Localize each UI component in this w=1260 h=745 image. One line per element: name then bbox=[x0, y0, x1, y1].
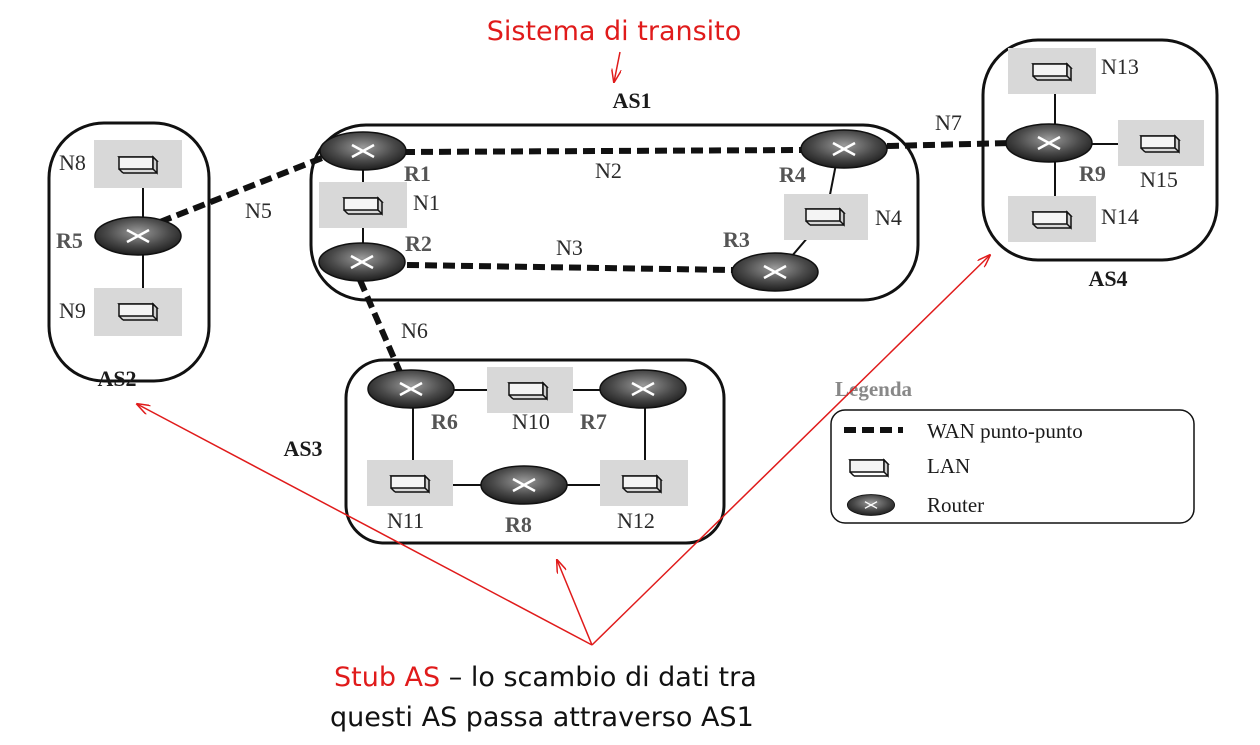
legend-title: Legenda bbox=[835, 377, 913, 401]
arrow-to-as3 bbox=[557, 560, 593, 646]
router-r4-icon bbox=[799, 128, 889, 170]
wan-link-n3 bbox=[406, 262, 734, 273]
router-r9-icon bbox=[1004, 122, 1094, 164]
router-r3-label: R3 bbox=[723, 227, 750, 252]
router-r9-label: R9 bbox=[1079, 161, 1106, 186]
title-arrow bbox=[614, 51, 620, 82]
network-n11-label: N11 bbox=[387, 508, 424, 533]
router-r5-icon bbox=[93, 215, 183, 257]
caption-line-2: questi AS passa attraverso AS1 bbox=[330, 702, 754, 733]
router-r1-icon bbox=[318, 130, 408, 172]
router-r4-label: R4 bbox=[779, 162, 806, 187]
as3-label: AS3 bbox=[283, 436, 322, 461]
router-r8-icon bbox=[479, 464, 569, 506]
diagram-title: Sistema di transito bbox=[487, 16, 742, 47]
network-n10-label: N10 bbox=[512, 409, 550, 434]
legend-router-label: Router bbox=[927, 493, 984, 517]
network-n9-label: N9 bbox=[59, 298, 86, 323]
wan-link-n7 bbox=[886, 140, 1013, 149]
network-n8-label: N8 bbox=[59, 150, 86, 175]
router-r6-label: R6 bbox=[431, 409, 458, 434]
legend-wan-label: WAN punto-punto bbox=[927, 419, 1083, 443]
router-r5-label: R5 bbox=[56, 228, 83, 253]
network-n5-label: N5 bbox=[245, 198, 272, 223]
wan-link-n5 bbox=[158, 155, 324, 225]
arrow-to-as2 bbox=[137, 404, 593, 646]
legend-box bbox=[830, 409, 1195, 524]
network-n13-label: N13 bbox=[1101, 54, 1139, 79]
caption-line-1-rest: – lo scambio di dati tra bbox=[440, 662, 757, 693]
arrow-to-as4 bbox=[591, 255, 990, 646]
wan-link-n6 bbox=[357, 278, 403, 374]
router-r6-icon bbox=[366, 368, 456, 410]
router-r2-icon bbox=[317, 241, 407, 283]
router-r8-label: R8 bbox=[505, 512, 532, 537]
network-n4-label: N4 bbox=[875, 205, 902, 230]
network-n14-label: N14 bbox=[1101, 204, 1139, 229]
router-r7-label: R7 bbox=[580, 409, 607, 434]
network-n1-label: N1 bbox=[413, 190, 440, 215]
as2-label: AS2 bbox=[97, 366, 136, 391]
caption-stub-as: Stub AS bbox=[334, 662, 440, 693]
as4-label: AS4 bbox=[1088, 266, 1127, 291]
network-n6-label: N6 bbox=[401, 318, 428, 343]
as1-label: AS1 bbox=[612, 88, 651, 113]
legend-router-icon bbox=[846, 493, 896, 517]
router-r1-label: R1 bbox=[404, 161, 431, 186]
network-n12-label: N12 bbox=[617, 508, 655, 533]
router-r7-icon bbox=[598, 368, 688, 410]
legend-lan-label: LAN bbox=[927, 454, 970, 478]
network-n2-label: N2 bbox=[595, 158, 622, 183]
wan-link-n2 bbox=[402, 147, 803, 155]
network-n3-label: N3 bbox=[556, 235, 583, 260]
router-r2-label: R2 bbox=[405, 231, 432, 256]
network-n7-label: N7 bbox=[935, 110, 962, 135]
caption-line-1: Stub AS – lo scambio di dati tra bbox=[334, 662, 757, 693]
network-n15-label: N15 bbox=[1140, 167, 1178, 192]
router-r3-icon bbox=[730, 251, 820, 293]
